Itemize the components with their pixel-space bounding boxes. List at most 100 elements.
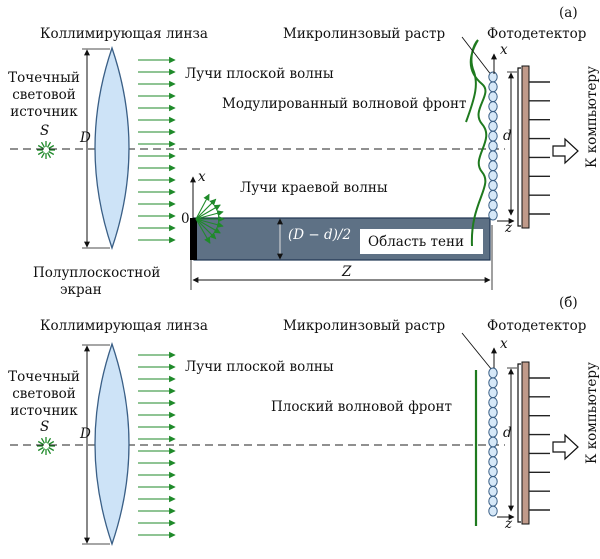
microlens bbox=[488, 416, 498, 428]
microlens bbox=[488, 150, 498, 162]
source-ray-spike bbox=[37, 446, 44, 452]
microlens bbox=[488, 120, 498, 132]
detector-bracket-b bbox=[517, 363, 521, 523]
edge-wave-ray bbox=[195, 218, 221, 234]
lens-title-b: Коллимирующая линза bbox=[40, 318, 208, 334]
microlens-title: Микролинзовый растр bbox=[283, 26, 445, 42]
microlens bbox=[488, 140, 498, 152]
detector-bracket bbox=[517, 67, 521, 227]
microlens bbox=[488, 170, 498, 182]
modulated-wavefront bbox=[465, 39, 488, 247]
aperture-symbol-b: d bbox=[503, 425, 512, 441]
source-ray-spike bbox=[40, 141, 46, 148]
microlens bbox=[488, 456, 498, 468]
microlens-array-b bbox=[488, 367, 498, 517]
source-ray-spike bbox=[48, 150, 55, 156]
collimating-lens bbox=[94, 45, 130, 251]
microlens-leader bbox=[461, 36, 493, 77]
edge-rays-label: Лучи краевой волны bbox=[240, 180, 388, 196]
microlens bbox=[488, 91, 498, 103]
microlens bbox=[488, 130, 498, 142]
origin-label: 0 bbox=[181, 211, 190, 227]
microlens bbox=[488, 71, 498, 83]
microlens bbox=[488, 495, 498, 507]
edge-wave-ray bbox=[195, 210, 224, 220]
detector-pins-b bbox=[529, 377, 550, 511]
array-x-symbol: x bbox=[500, 42, 508, 58]
microlens bbox=[488, 476, 498, 487]
microlens bbox=[488, 387, 498, 399]
microlens bbox=[488, 426, 498, 438]
edge-wave-ray bbox=[195, 193, 210, 220]
source-symbol-b: S bbox=[40, 419, 49, 435]
photodetector-b bbox=[521, 361, 530, 525]
screen-label-line2: экран bbox=[60, 282, 102, 298]
source-ray-spike bbox=[40, 448, 46, 455]
source-label-line1: Точечный bbox=[8, 70, 80, 86]
edge-wave-ray bbox=[195, 218, 217, 240]
rays-label: Лучи плоской волны bbox=[185, 66, 334, 82]
computer-label-b: К компьютеру bbox=[584, 362, 600, 464]
microlens bbox=[488, 367, 498, 379]
diameter-symbol: D bbox=[79, 130, 91, 146]
edge-wave-ray bbox=[195, 198, 217, 220]
microlens bbox=[488, 110, 498, 122]
microlens-leader-b bbox=[461, 332, 493, 371]
detector-pins bbox=[529, 81, 550, 215]
microlens bbox=[488, 377, 498, 389]
source-ray-spike bbox=[48, 446, 55, 452]
source-ray-spike bbox=[37, 144, 44, 150]
edge-wave-ray bbox=[195, 204, 221, 220]
source-label-line2: световой bbox=[12, 87, 75, 103]
half-plane-screen bbox=[190, 218, 197, 260]
panel-b-tag: (б) bbox=[559, 295, 578, 311]
detector-title: Фотодетектор bbox=[487, 26, 586, 42]
point-source-icon-b bbox=[37, 437, 55, 455]
panel-a: (а) Коллимирующая линза Микролинзовый ра… bbox=[8, 5, 600, 298]
microlens bbox=[488, 199, 498, 211]
distance-symbol: Z bbox=[341, 264, 352, 280]
edge-x-symbol: x bbox=[198, 169, 206, 185]
shadow-offset-label: (D − d)/2 bbox=[288, 227, 351, 243]
microlens bbox=[488, 189, 498, 201]
plane-wave-rays bbox=[138, 56, 176, 244]
microlens-array bbox=[488, 71, 498, 221]
source-symbol: S bbox=[40, 123, 49, 139]
microlens bbox=[488, 101, 498, 112]
wavefront-label-b: Плоский волновой фронт bbox=[271, 399, 452, 415]
microlens bbox=[488, 406, 498, 418]
source-label-line3: источник bbox=[10, 104, 78, 120]
output-arrow-icon-b bbox=[552, 433, 579, 461]
source-ray-spike bbox=[46, 152, 52, 159]
microlens bbox=[488, 209, 498, 221]
microlens bbox=[488, 485, 498, 497]
microlens bbox=[488, 466, 498, 478]
edge-wave-ray bbox=[195, 218, 224, 228]
microlens bbox=[488, 180, 498, 191]
source-ray-spike bbox=[37, 440, 44, 446]
computer-label: К компьютеру bbox=[584, 66, 600, 168]
array-z-symbol-b: z bbox=[504, 516, 513, 532]
microlens bbox=[488, 436, 498, 448]
source-ray-spike bbox=[37, 150, 44, 156]
output-arrow-icon bbox=[552, 137, 579, 165]
shadow-label: Область тени bbox=[368, 234, 464, 250]
source-ray-spike bbox=[48, 144, 55, 150]
point-source-icon bbox=[37, 141, 55, 159]
source-ray-spike bbox=[48, 440, 55, 446]
panel-b: (б) Коллимирующая линза Микролинзовый ра… bbox=[8, 295, 600, 547]
microlens bbox=[488, 397, 498, 408]
shadow-label-box bbox=[360, 229, 483, 254]
microlens bbox=[488, 81, 498, 93]
source-ray-spike bbox=[46, 141, 52, 148]
collimating-lens-b bbox=[94, 341, 130, 547]
wavefront-label: Модулированный волновой фронт bbox=[222, 96, 466, 112]
source-label-b-line2: световой bbox=[12, 386, 75, 402]
detector-title-b: Фотодетектор bbox=[487, 318, 586, 334]
microlens bbox=[488, 446, 498, 458]
array-z-symbol: z bbox=[504, 220, 513, 236]
microlens bbox=[488, 505, 498, 517]
panel-a-tag: (а) bbox=[559, 5, 578, 21]
